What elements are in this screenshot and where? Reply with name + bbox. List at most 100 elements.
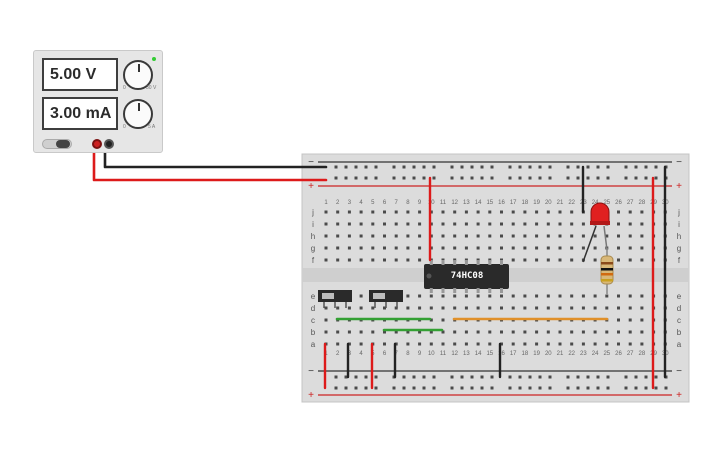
rail-hole[interactable] [480, 176, 484, 180]
terminal-hole[interactable] [371, 306, 375, 310]
terminal-hole[interactable] [640, 294, 644, 298]
terminal-hole[interactable] [511, 342, 515, 346]
rail-hole[interactable] [634, 386, 638, 390]
terminal-hole[interactable] [406, 294, 410, 298]
rail-hole[interactable] [624, 386, 628, 390]
terminal-hole[interactable] [418, 342, 422, 346]
terminal-hole[interactable] [347, 246, 351, 250]
rail-hole[interactable] [460, 165, 464, 169]
terminal-hole[interactable] [511, 294, 515, 298]
terminal-hole[interactable] [476, 342, 480, 346]
terminal-hole[interactable] [371, 330, 375, 334]
rail-hole[interactable] [364, 386, 368, 390]
terminal-hole[interactable] [511, 330, 515, 334]
terminal-hole[interactable] [640, 306, 644, 310]
terminal-hole[interactable] [628, 258, 632, 262]
rail-hole[interactable] [344, 375, 348, 379]
terminal-hole[interactable] [371, 246, 375, 250]
terminal-hole[interactable] [418, 222, 422, 226]
rail-hole[interactable] [596, 176, 600, 180]
terminal-hole[interactable] [617, 294, 620, 298]
terminal-hole[interactable] [406, 234, 410, 238]
terminal-hole[interactable] [347, 210, 351, 214]
terminal-hole[interactable] [429, 342, 433, 346]
terminal-hole[interactable] [640, 330, 644, 334]
rail-hole[interactable] [412, 386, 416, 390]
terminal-hole[interactable] [570, 342, 574, 346]
negative-terminal[interactable] [104, 139, 114, 149]
rail-hole[interactable] [334, 375, 338, 379]
terminal-hole[interactable] [441, 294, 445, 298]
rail-hole[interactable] [624, 165, 628, 169]
terminal-hole[interactable] [406, 246, 410, 250]
terminal-hole[interactable] [535, 222, 539, 226]
terminal-hole[interactable] [464, 342, 468, 346]
terminal-hole[interactable] [500, 210, 503, 214]
terminal-hole[interactable] [453, 294, 457, 298]
terminal-hole[interactable] [429, 234, 433, 238]
terminal-hole[interactable] [558, 294, 562, 298]
rail-hole[interactable] [422, 386, 426, 390]
terminal-hole[interactable] [464, 234, 468, 238]
rail-hole[interactable] [664, 386, 668, 390]
terminal-hole[interactable] [394, 234, 398, 238]
terminal-hole[interactable] [418, 234, 422, 238]
terminal-hole[interactable] [324, 330, 328, 334]
terminal-hole[interactable] [441, 222, 445, 226]
rail-hole[interactable] [566, 375, 570, 379]
rail-hole[interactable] [432, 165, 436, 169]
power-wire-negative[interactable] [103, 144, 328, 169]
terminal-hole[interactable] [476, 234, 480, 238]
terminal-hole[interactable] [617, 210, 620, 214]
rail-hole[interactable] [470, 386, 474, 390]
terminal-hole[interactable] [511, 222, 515, 226]
terminal-hole[interactable] [441, 306, 445, 310]
terminal-hole[interactable] [488, 246, 492, 250]
rail-hole[interactable] [634, 176, 638, 180]
terminal-hole[interactable] [605, 342, 609, 346]
terminal-hole[interactable] [535, 342, 539, 346]
terminal-hole[interactable] [617, 318, 620, 322]
terminal-hole[interactable] [488, 234, 492, 238]
rail-hole[interactable] [566, 176, 570, 180]
rail-hole[interactable] [354, 165, 358, 169]
terminal-hole[interactable] [359, 210, 363, 214]
terminal-hole[interactable] [394, 210, 398, 214]
rail-hole[interactable] [654, 386, 658, 390]
terminal-hole[interactable] [464, 210, 468, 214]
terminal-hole[interactable] [359, 342, 363, 346]
rail-hole[interactable] [596, 375, 600, 379]
terminal-hole[interactable] [617, 258, 620, 262]
rail-hole[interactable] [508, 386, 512, 390]
terminal-hole[interactable] [441, 210, 445, 214]
power-supply[interactable]: 5.00 V 3.00 mA 0 30 V 0 5 A [33, 50, 163, 153]
terminal-hole[interactable] [640, 342, 644, 346]
terminal-hole[interactable] [523, 342, 527, 346]
terminal-hole[interactable] [371, 210, 375, 214]
rail-hole[interactable] [566, 165, 570, 169]
terminal-hole[interactable] [640, 318, 644, 322]
terminal-hole[interactable] [581, 234, 585, 238]
terminal-hole[interactable] [570, 306, 574, 310]
rail-hole[interactable] [548, 375, 552, 379]
terminal-hole[interactable] [394, 330, 398, 334]
rail-hole[interactable] [606, 176, 610, 180]
terminal-hole[interactable] [617, 234, 620, 238]
terminal-hole[interactable] [476, 222, 480, 226]
terminal-hole[interactable] [511, 210, 515, 214]
rail-hole[interactable] [470, 165, 474, 169]
terminal-hole[interactable] [546, 234, 550, 238]
terminal-hole[interactable] [500, 222, 503, 226]
terminal-hole[interactable] [640, 258, 644, 262]
rail-hole[interactable] [538, 176, 542, 180]
rail-hole[interactable] [518, 386, 522, 390]
rail-hole[interactable] [422, 176, 426, 180]
terminal-hole[interactable] [336, 342, 340, 346]
rail-hole[interactable] [576, 176, 580, 180]
rail-hole[interactable] [548, 176, 552, 180]
rail-hole[interactable] [518, 176, 522, 180]
terminal-hole[interactable] [511, 246, 515, 250]
terminal-hole[interactable] [464, 330, 468, 334]
rail-hole[interactable] [490, 176, 494, 180]
terminal-hole[interactable] [628, 234, 632, 238]
